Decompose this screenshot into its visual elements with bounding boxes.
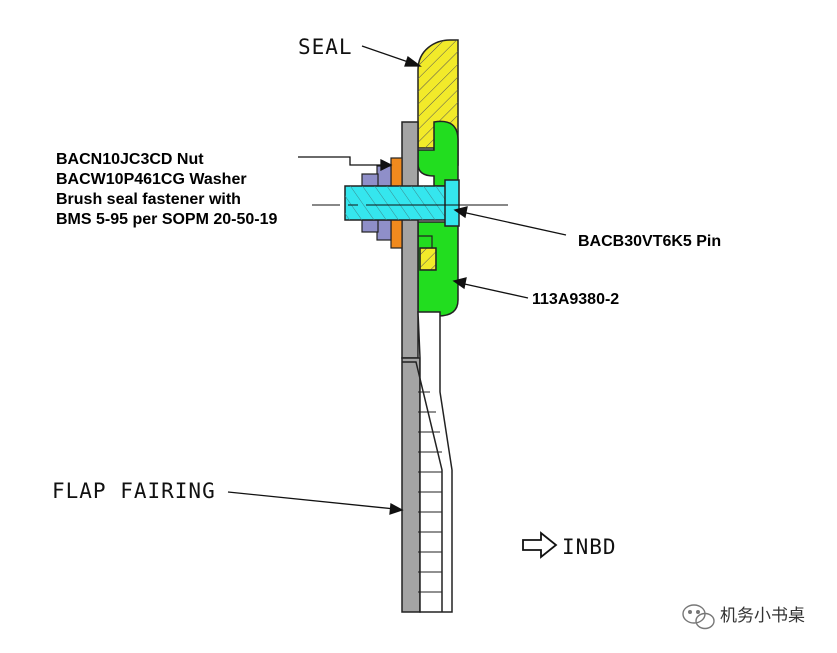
- pin-label: BACB30VT6K5 Pin: [578, 233, 721, 250]
- watermark-text: 机务小书桌: [720, 606, 805, 626]
- nut-label: BACN10JC3CD Nut: [56, 151, 204, 168]
- pin: [344, 179, 460, 227]
- washer-label: BACW10P461CG Washer: [56, 171, 247, 188]
- wechat-icon: [682, 604, 715, 630]
- inbd-arrow-icon: [522, 531, 558, 559]
- seal-label: SEAL: [298, 35, 353, 59]
- leader-lines: [227, 45, 567, 515]
- flap-fairing-label: FLAP FAIRING: [52, 479, 216, 503]
- inbd-label: INBD: [562, 535, 617, 559]
- part-number-label: 113A9380-2: [532, 291, 619, 308]
- watermark: 机务小书桌: [682, 604, 805, 630]
- fastener-label-line1: Brush seal fastener with: [56, 191, 241, 208]
- flap-fairing-structure: [401, 121, 453, 613]
- fastener-label-line2: BMS 5-95 per SOPM 20-50-19: [56, 211, 278, 228]
